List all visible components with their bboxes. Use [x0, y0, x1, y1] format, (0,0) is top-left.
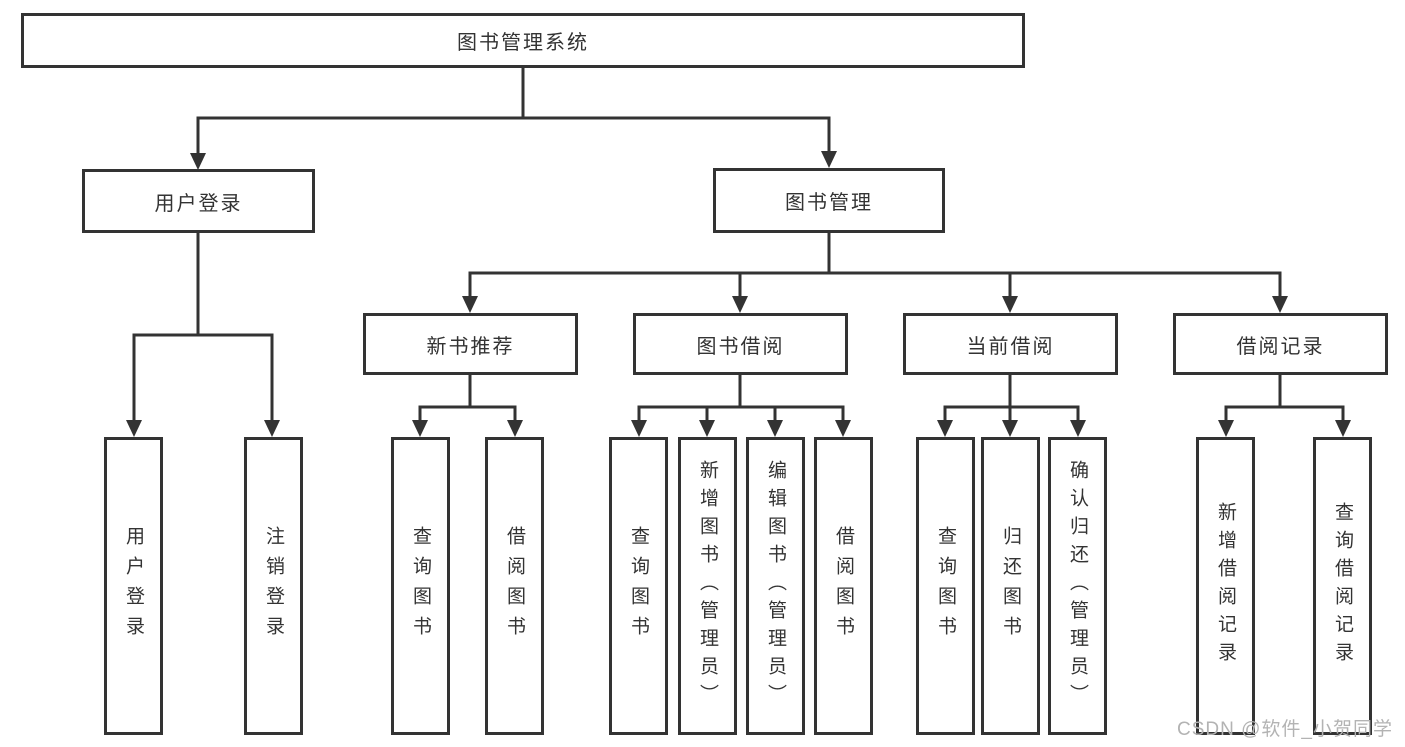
leaf-query-books-current: 查询图书 [916, 437, 975, 735]
node-book-borrowing-label: 图书借阅 [696, 335, 785, 358]
leaf-query-books-recommend: 查询图书 [391, 437, 450, 735]
leaf-return-books: 归还图书 [981, 437, 1040, 735]
leaf-borrow-books-recommend-label: 借阅图书 [504, 526, 525, 646]
leaf-edit-books-admin-label: 编辑图书（管理员） [765, 460, 786, 712]
node-root: 图书管理系统 [21, 13, 1025, 68]
leaf-borrow-books-label: 借阅图书 [833, 526, 854, 646]
node-current-borrowing-label: 当前借阅 [966, 335, 1055, 358]
leaf-query-borrow-record-label: 查询借阅记录 [1332, 502, 1353, 670]
csdn-watermark: CSDN @软件_小贺同学 [1177, 719, 1393, 740]
node-current-borrowing: 当前借阅 [903, 313, 1118, 375]
node-book-management-label: 图书管理 [785, 192, 873, 214]
leaf-query-borrow-record: 查询借阅记录 [1313, 437, 1372, 735]
node-user-login-label: 用户登录 [154, 192, 243, 215]
leaf-logout-label: 注销登录 [263, 526, 284, 646]
node-user-login: 用户登录 [82, 169, 315, 233]
node-book-borrowing: 图书借阅 [633, 313, 848, 375]
leaf-borrow-books: 借阅图书 [814, 437, 873, 735]
leaf-query-books-borrowing-label: 查询图书 [628, 526, 649, 646]
leaf-logout: 注销登录 [244, 437, 303, 735]
node-root-label: 图书管理系统 [457, 32, 589, 54]
leaf-user-login-label: 用户登录 [123, 526, 144, 646]
leaf-edit-books-admin: 编辑图书（管理员） [746, 437, 805, 735]
leaf-add-borrow-record-label: 新增借阅记录 [1215, 502, 1236, 670]
node-borrowing-records: 借阅记录 [1173, 313, 1388, 375]
node-new-book-recommend: 新书推荐 [363, 313, 578, 375]
leaf-confirm-return-admin: 确认归还（管理员） [1048, 437, 1107, 735]
node-new-book-recommend-label: 新书推荐 [426, 335, 515, 358]
leaf-add-books-admin: 新增图书（管理员） [678, 437, 737, 735]
leaf-confirm-return-admin-label: 确认归还（管理员） [1067, 460, 1088, 712]
leaf-query-books-recommend-label: 查询图书 [410, 526, 431, 646]
node-borrowing-records-label: 借阅记录 [1236, 335, 1325, 358]
leaf-query-books-borrowing: 查询图书 [609, 437, 668, 735]
node-book-management: 图书管理 [713, 168, 945, 233]
leaf-query-books-current-label: 查询图书 [935, 526, 956, 646]
leaf-add-borrow-record: 新增借阅记录 [1196, 437, 1255, 735]
arrowheads [126, 151, 1351, 437]
leaf-add-books-admin-label: 新增图书（管理员） [697, 460, 718, 712]
leaf-borrow-books-recommend: 借阅图书 [485, 437, 544, 735]
leaf-user-login: 用户登录 [104, 437, 163, 735]
leaf-return-books-label: 归还图书 [1000, 526, 1021, 646]
